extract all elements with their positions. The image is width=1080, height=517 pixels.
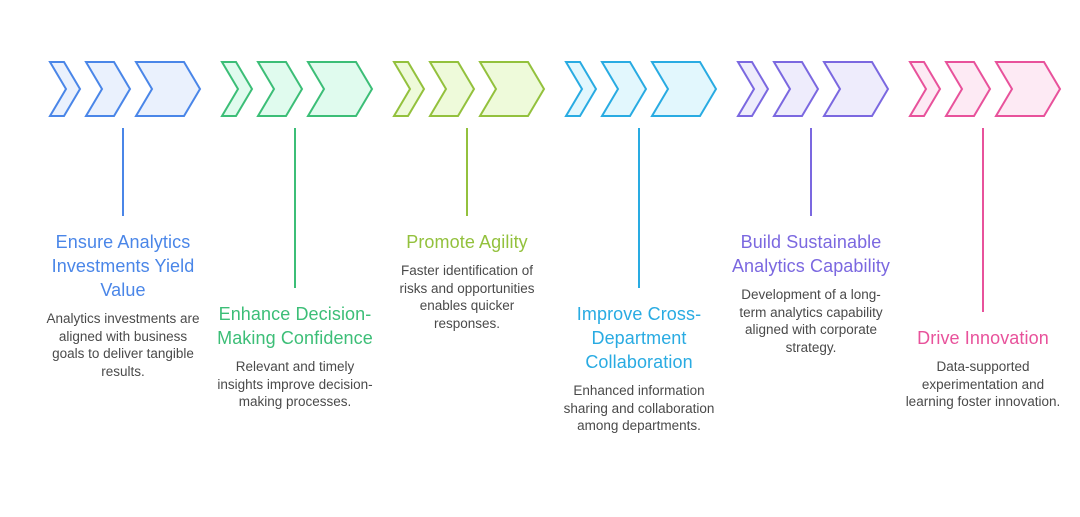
column-description: Faster identification of risks and oppor… (399, 263, 535, 331)
chevron-shape (822, 61, 890, 117)
column-description: Development of a long-term analytics cap… (739, 287, 883, 355)
chevron-shape (220, 61, 254, 117)
chevron-shape (134, 61, 202, 117)
column-title: Ensure Analytics Investments Yield Value (51, 232, 195, 300)
chevron-shape (564, 61, 598, 117)
chevron-shape (428, 61, 476, 117)
column-title: Improve Cross-Department Collaboration (576, 304, 702, 372)
chevron-shape (256, 61, 304, 117)
column-description: Analytics investments are aligned with b… (46, 311, 200, 379)
triple-chevron-right-icon (564, 60, 718, 118)
triple-chevron-right-icon (48, 60, 202, 118)
column-title: Enhance Decision-Making Confidence (217, 304, 373, 348)
chevron-shape (772, 61, 820, 117)
column-description: Data-supported experimentation and learn… (905, 359, 1061, 409)
chevron-shape (736, 61, 770, 117)
connector-line (466, 128, 468, 216)
chevron-shape (306, 61, 374, 117)
connector-line (982, 128, 984, 312)
column-description: Relevant and timely insights improve dec… (217, 359, 373, 409)
triple-chevron-right-icon (392, 60, 546, 118)
connector-line (122, 128, 124, 216)
column-title: Build Sustainable Analytics Capability (731, 232, 891, 276)
column-title: Drive Innovation (917, 328, 1049, 348)
chevron-shape (478, 61, 546, 117)
column-description: Enhanced information sharing and collabo… (563, 383, 715, 433)
column-title: Promote Agility (406, 232, 528, 252)
chevron-shape (48, 61, 82, 117)
connector-line (638, 128, 640, 288)
chevron-shape (600, 61, 648, 117)
chevron-shape (650, 61, 718, 117)
triple-chevron-right-icon (220, 60, 374, 118)
triple-chevron-right-icon (908, 60, 1062, 118)
chevron-shape (944, 61, 992, 117)
chevron-shape (994, 61, 1062, 117)
process-column: Ensure Analytics Investments Yield Value… (40, 60, 208, 380)
connector-line (294, 128, 296, 288)
chevron-shape (392, 61, 426, 117)
chevron-shape (908, 61, 942, 117)
triple-chevron-right-icon (736, 60, 890, 118)
connector-line (810, 128, 812, 216)
chevron-shape (84, 61, 132, 117)
column-text-block: Ensure Analytics Investments Yield Value… (40, 230, 206, 380)
